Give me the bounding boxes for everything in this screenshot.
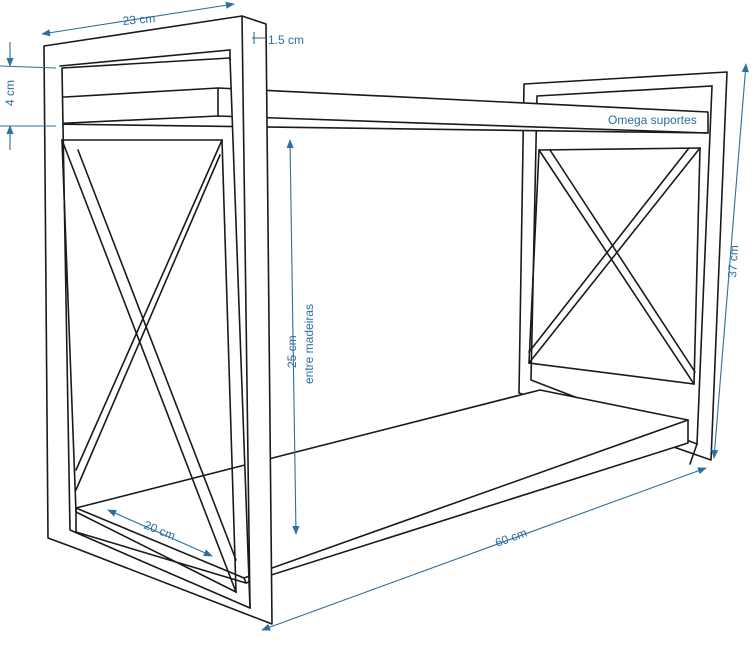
dimension-labels: 23 cm 1.5 cm 4 cm Omega suportes 37 cm 2… (3, 11, 741, 550)
bottom-shelf (75, 389, 689, 584)
support-label: Omega suportes (608, 113, 697, 127)
inner-depth-dimension-line (107, 509, 213, 557)
height-label: 37 cm (725, 245, 741, 279)
right-side-frame (518, 71, 728, 465)
frame-thickness-label: 1.5 cm (268, 33, 304, 47)
depth-label: 23 cm (122, 11, 156, 28)
width-dimension-line (261, 467, 707, 631)
width-label: 60 cm (493, 525, 529, 549)
left-side-frame (43, 15, 273, 625)
depth-dimension-line (41, 1, 235, 37)
shelf-thickness-label: 4 cm (3, 80, 17, 106)
spacing-value-label: 25 cm (285, 335, 299, 368)
spacing-caption-label: entre madeiras (302, 304, 316, 384)
dimension-lines (0, 1, 749, 631)
height-dimension-line (711, 63, 749, 459)
